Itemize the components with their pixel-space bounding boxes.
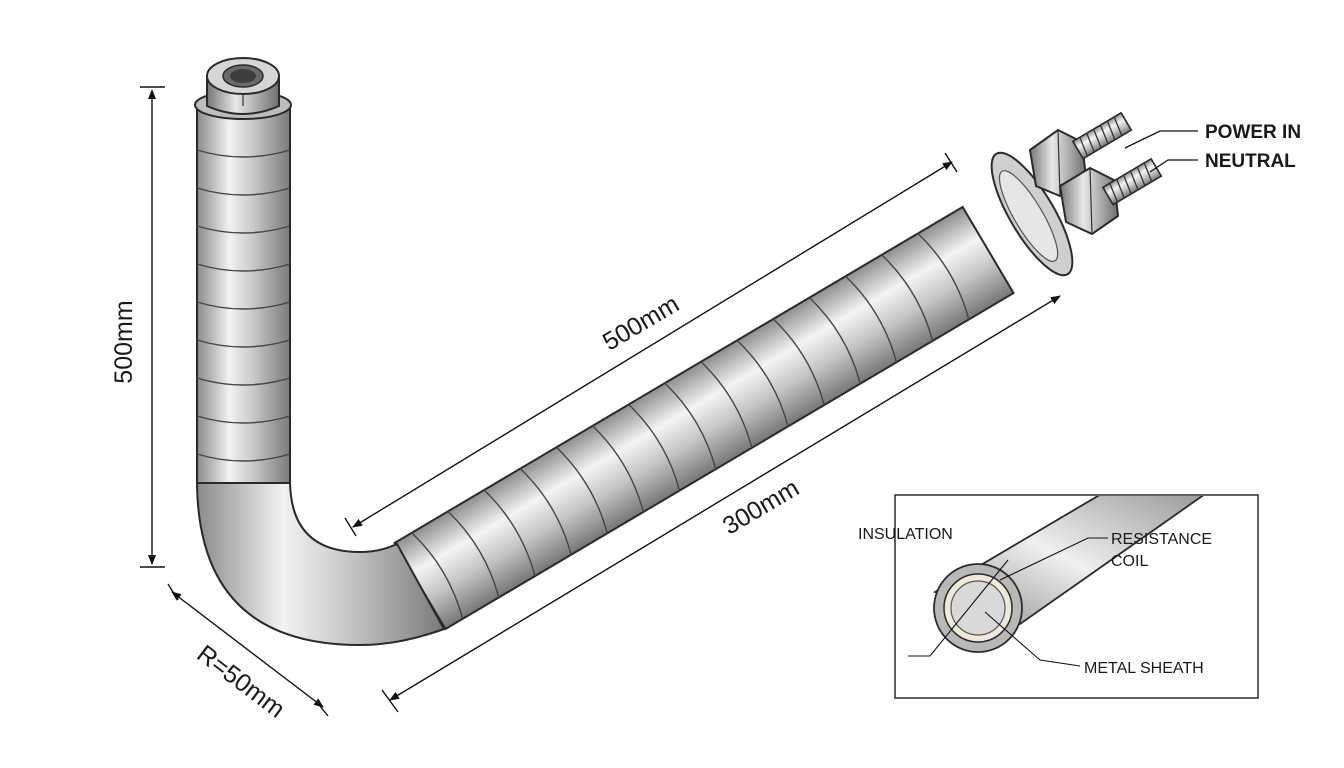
- vertical-coil-windings: [196, 149, 291, 462]
- diagonal-lower-length-label: 300mm: [718, 474, 804, 541]
- bend-radius-label: R=50mm: [192, 640, 290, 724]
- dimension-lines: [140, 86, 1061, 717]
- neutral-stud: [1101, 157, 1163, 206]
- resistance-coil-label-line1: RESISTANCE: [1111, 531, 1212, 548]
- radius-dimension-line: [171, 591, 324, 708]
- terminal-nut-neutral: [1058, 166, 1120, 236]
- diagonal-dimension-line-lower: [389, 295, 1061, 701]
- inset-leaders: [908, 537, 1108, 667]
- resistance-coil-label-line2: COIL: [1111, 553, 1148, 570]
- metal-sheath-label: METAL SHEATH: [1084, 660, 1204, 677]
- cross-section-inset: INSULATION RESISTANCE COIL METAL SHEATH: [858, 494, 1259, 699]
- terminal-leaders: [1124, 130, 1198, 173]
- vertical-length-label: 500mm: [110, 300, 138, 383]
- insulation-label: INSULATION: [858, 526, 953, 543]
- power-in-label: POWER IN: [1205, 122, 1301, 143]
- vertical-tube-section: [196, 104, 291, 484]
- neutral-label: NEUTRAL: [1205, 151, 1296, 172]
- resistance-coil-core: [950, 580, 1006, 636]
- top-hex-nut: [194, 57, 292, 120]
- diagonal-upper-length-label: 500mm: [598, 290, 684, 357]
- tube-bend: [195, 479, 446, 647]
- power-stud: [1071, 111, 1133, 160]
- terminal-assembly: [990, 111, 1163, 277]
